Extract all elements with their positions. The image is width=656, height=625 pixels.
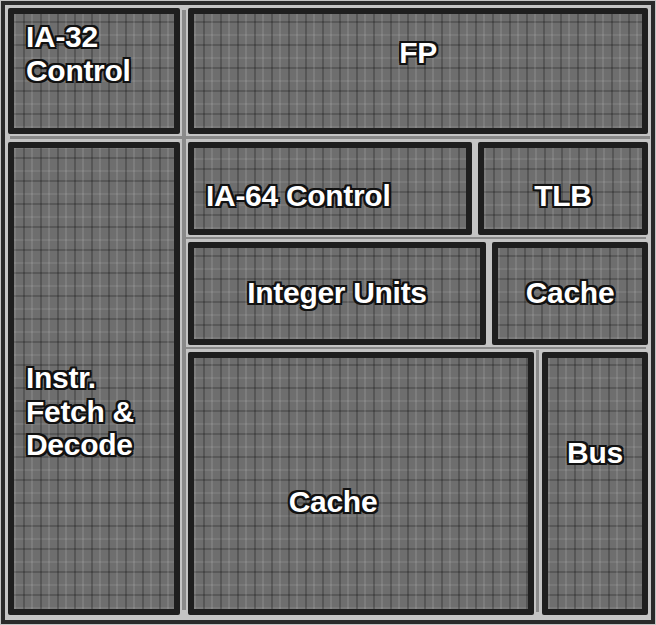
die-region: Cache bbox=[492, 242, 648, 345]
region-label: Cache bbox=[289, 485, 378, 519]
die-region: IA-32 Control bbox=[8, 8, 180, 134]
region-label: IA-64 Control bbox=[206, 179, 390, 213]
region-label: Cache bbox=[526, 276, 615, 310]
region-label: Instr. Fetch & Decode bbox=[26, 361, 168, 462]
die-region: Instr. Fetch & Decode bbox=[8, 142, 180, 615]
die-region: Integer Units bbox=[188, 242, 486, 345]
die-region: IA-64 Control bbox=[188, 142, 472, 235]
region-label: Bus bbox=[567, 436, 623, 470]
region-label: Integer Units bbox=[247, 276, 426, 310]
region-label: TLB bbox=[534, 179, 591, 213]
die-region: Bus bbox=[542, 352, 648, 615]
die-region: FP bbox=[188, 8, 648, 134]
die-edge bbox=[3, 3, 653, 622]
die-region: TLB bbox=[478, 142, 648, 235]
region-label: IA-32 Control bbox=[26, 20, 166, 87]
die-region: Cache bbox=[188, 352, 534, 615]
region-label: FP bbox=[399, 36, 437, 70]
